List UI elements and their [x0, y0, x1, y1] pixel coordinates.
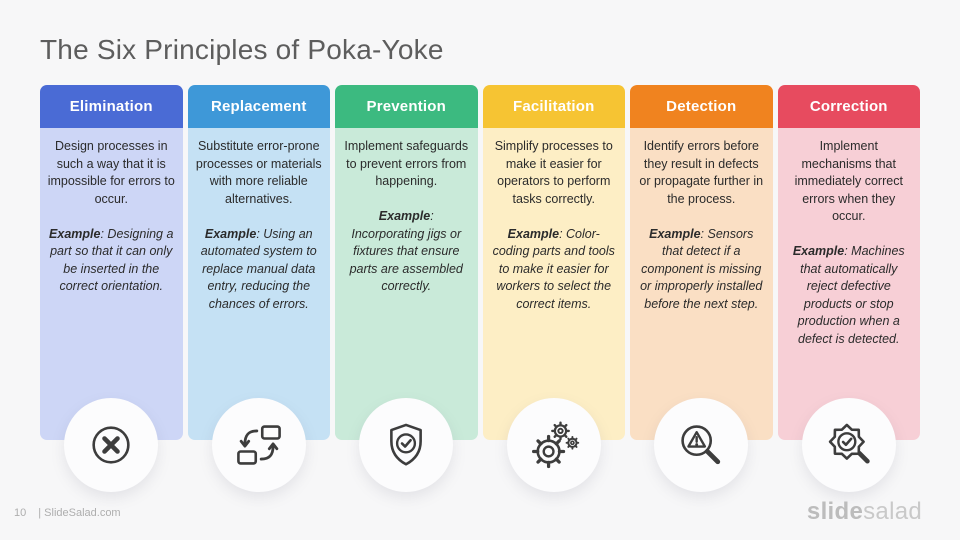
gears-icon — [531, 421, 579, 469]
principles-grid: Elimination Design processes in such a w… — [40, 85, 920, 492]
slidesalad-logo: slidesalad — [807, 498, 922, 526]
principle-card-detection: Detection Identify errors before they re… — [630, 85, 773, 492]
icon-badge — [801, 398, 896, 492]
x-circle-icon — [92, 426, 130, 464]
card-example: Example: Machines that automatically rej… — [792, 244, 905, 346]
footer-brand-text: | SlideSalad.com — [38, 507, 121, 519]
magnifier-warning-icon — [681, 425, 721, 465]
logo-text-light: salad — [863, 498, 922, 525]
card-header: Prevention — [335, 85, 478, 128]
card-example: Example: Designing a part so that it can… — [49, 226, 174, 294]
icon-badge — [359, 398, 454, 492]
card-example: Example: Sensors that detect if a compon… — [640, 226, 763, 311]
card-body: Implement safeguards to prevent errors f… — [335, 128, 478, 440]
principle-card-facilitation: Facilitation Simplify processes to make … — [482, 85, 625, 492]
logo-text-bold: slide — [806, 498, 864, 525]
card-description: Simplify processes to make it easier for… — [494, 139, 613, 206]
badge-check-magnifier-icon — [828, 423, 870, 464]
shield-check-icon — [390, 423, 423, 466]
card-header: Replacement — [187, 85, 330, 128]
card-description: Implement mechanisms that immediately co… — [794, 139, 903, 223]
principle-card-replacement: Replacement Substitute error-prone proce… — [187, 85, 330, 492]
icon-badge — [64, 398, 159, 492]
principle-card-correction: Correction Implement mechanisms that imm… — [777, 85, 920, 492]
page-number: 10 — [14, 507, 27, 519]
card-description: Substitute error-prone processes or mate… — [195, 139, 322, 206]
card-header: Detection — [630, 85, 773, 128]
card-example: Example: Using an automated system to re… — [200, 226, 317, 311]
principle-card-elimination: Elimination Design processes in such a w… — [40, 85, 183, 492]
page-title: The Six Principles of Poka-Yoke — [40, 34, 444, 65]
card-body: Substitute error-prone processes or mate… — [187, 128, 330, 440]
icon-badge — [654, 398, 749, 492]
card-body: Simplify processes to make it easier for… — [482, 128, 625, 440]
principle-card-prevention: Prevention Implement safeguards to preve… — [335, 85, 478, 492]
card-description: Implement safeguards to prevent errors f… — [344, 139, 469, 188]
card-body: Implement mechanisms that immediately co… — [777, 128, 920, 440]
icon-badge — [211, 398, 306, 492]
card-header: Correction — [777, 85, 920, 128]
card-header: Elimination — [40, 85, 183, 128]
card-description: Identify errors before they result in de… — [639, 139, 764, 206]
footer: 10 | SlideSalad.com — [14, 507, 121, 519]
icon-badge — [506, 398, 601, 492]
card-example: Example: Incorporating jigs or fixtures … — [349, 209, 463, 293]
card-body: Identify errors before they result in de… — [630, 128, 773, 440]
swap-arrows-icon — [236, 425, 281, 465]
card-body: Design processes in such a way that it i… — [40, 128, 183, 440]
card-description: Design processes in such a way that it i… — [47, 139, 175, 206]
card-header: Facilitation — [482, 85, 625, 128]
card-example: Example: Color-coding parts and tools to… — [492, 226, 615, 311]
